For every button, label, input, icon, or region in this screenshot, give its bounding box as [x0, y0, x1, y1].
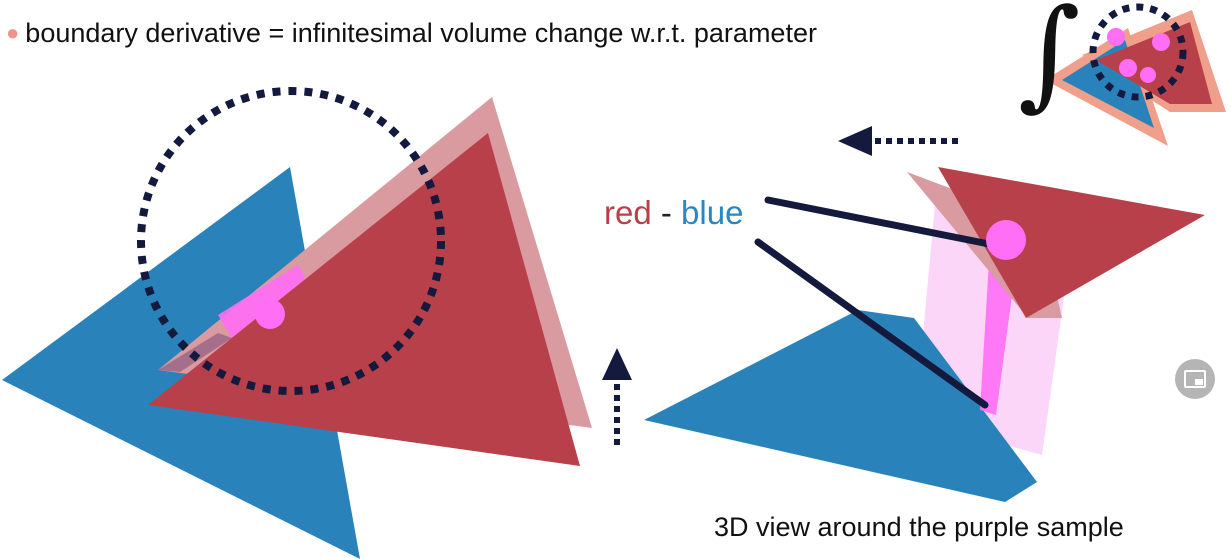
left-2d-view — [2, 87, 592, 559]
picture-in-picture-button[interactable] — [1175, 359, 1215, 399]
slide-bullet: ●boundary derivative = infinitesimal vol… — [6, 18, 817, 49]
red-triangle — [148, 133, 580, 466]
sample-3d — [986, 220, 1026, 260]
left-arrow — [838, 126, 958, 156]
bullet-text: boundary derivative = infinitesimal volu… — [25, 18, 817, 48]
difference-label: red - blue — [604, 194, 743, 232]
picture-in-picture-icon — [1184, 370, 1206, 388]
neighborhood-circle — [137, 87, 445, 395]
right-3d-view — [644, 167, 1205, 502]
difference-label-blue: blue — [681, 194, 744, 231]
purple-sample — [255, 299, 285, 329]
red-plane — [938, 167, 1205, 318]
pointer-line-red — [764, 196, 1008, 251]
integral-inset — [1045, 3, 1226, 146]
inset-dotted-circle — [1089, 3, 1187, 101]
pointer-line-blue — [754, 238, 989, 409]
blue-plane — [644, 310, 1037, 502]
difference-label-red: red — [604, 194, 652, 231]
bullet-dot-icon: ● — [6, 20, 20, 45]
integral-sign: ∫ — [1018, 0, 1081, 123]
inset-sample-2 — [1152, 33, 1170, 51]
inset-sample-4 — [1140, 67, 1156, 83]
difference-label-minus: - — [660, 194, 672, 231]
inset-sample-1 — [1107, 28, 1125, 46]
up-arrow — [602, 348, 632, 445]
caption-3d-view: 3D view around the purple sample — [714, 512, 1124, 542]
inset-sample-3 — [1119, 59, 1137, 77]
